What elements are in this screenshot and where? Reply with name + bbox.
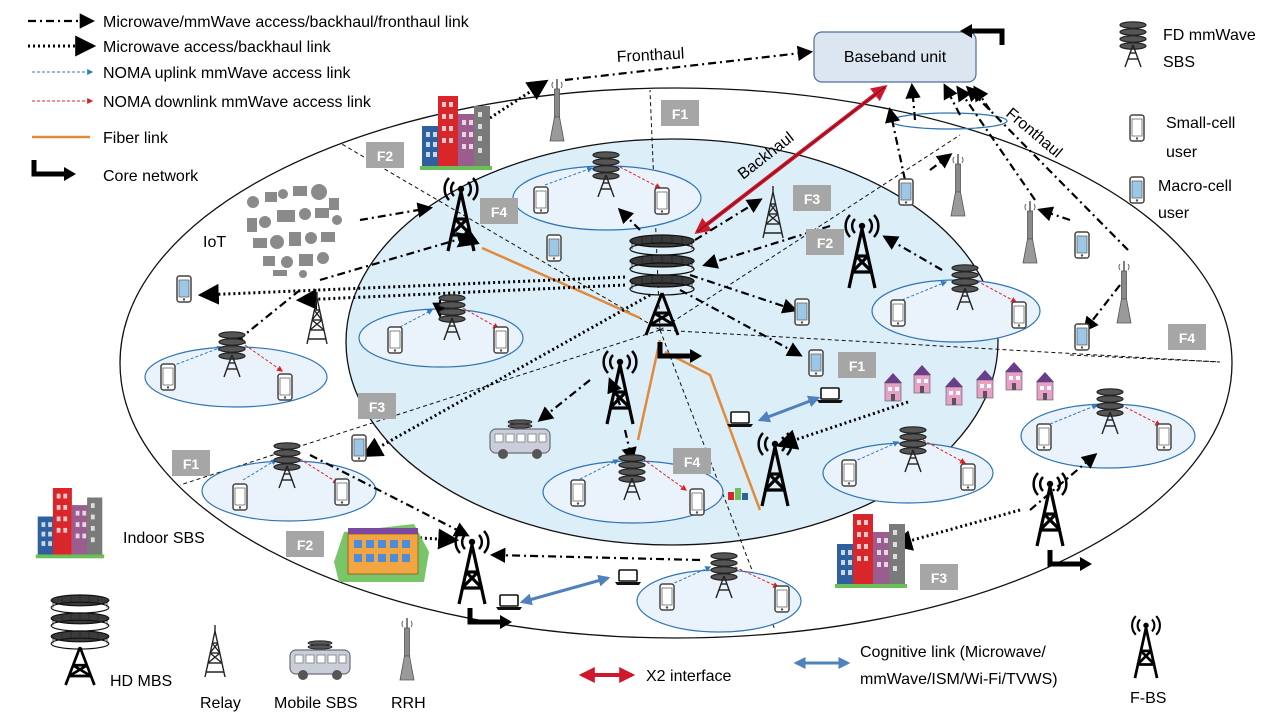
legend-core-network-label: Core network bbox=[103, 168, 199, 185]
freq-tag-label: F1 bbox=[672, 106, 689, 122]
legend-small-cell-user-icon bbox=[1129, 114, 1145, 142]
legend-core-network-icon bbox=[34, 160, 76, 181]
iot-device-cluster bbox=[247, 184, 342, 278]
rrh-unit bbox=[1116, 260, 1132, 324]
legend-bottom: Indoor SBS HD MBS Relay Mobile SBS RRH X… bbox=[35, 488, 1166, 712]
freq-tag bbox=[1168, 324, 1206, 350]
building-cluster bbox=[420, 96, 492, 170]
fbs-tower bbox=[454, 529, 490, 606]
legend-small-cell-user-line1: Small-cell bbox=[1166, 115, 1235, 132]
legend-macro-cell-user-line2: user bbox=[1158, 205, 1190, 222]
freq-tag bbox=[661, 100, 699, 126]
legend-hd-mbs-icon bbox=[49, 593, 111, 687]
rrh-unit bbox=[1022, 200, 1038, 264]
legend-fbs-icon bbox=[1130, 614, 1162, 680]
legend-noma-downlink-label: NOMA downlink mmWave access link bbox=[103, 94, 372, 111]
freq-tag-label: F4 bbox=[684, 454, 701, 470]
indoor-sbs-building bbox=[334, 524, 429, 582]
freq-tag-label: F2 bbox=[377, 148, 394, 164]
freq-tag-label: F3 bbox=[804, 191, 821, 207]
freq-tag-label: F4 bbox=[491, 204, 508, 220]
freq-tag bbox=[793, 185, 831, 211]
legend-macro-cell-user-icon bbox=[1129, 176, 1145, 204]
freq-tag-label: F2 bbox=[817, 235, 834, 251]
legend-mobile-sbs-label: Mobile SBS bbox=[274, 695, 358, 712]
legend-rrh-label: RRH bbox=[391, 695, 426, 712]
fronthaul-top-label: Fronthaul bbox=[616, 45, 684, 66]
mmwave-links bbox=[229, 45, 1129, 563]
freq-tag-label: F4 bbox=[1179, 330, 1196, 346]
legend-fbs-label: F-BS bbox=[1130, 690, 1166, 707]
core-network-arrow bbox=[470, 608, 512, 629]
legend-fd-sbs-line1: FD mmWave bbox=[1163, 27, 1256, 44]
baseband-unit-box bbox=[813, 31, 977, 83]
frequency-tags: F1 F2 F3 F4 F1 F2 F3 F4 F1 F2 F3 F4 bbox=[172, 100, 1206, 590]
legend-mobile-sbs-icon bbox=[289, 640, 351, 681]
legend-top-left: Microwave/mmWave access/backhaul/frontha… bbox=[28, 13, 470, 185]
freq-tag-label: F1 bbox=[183, 456, 200, 472]
freq-tag bbox=[920, 564, 958, 590]
noma-downlinks bbox=[244, 166, 1162, 588]
freq-tag bbox=[358, 393, 396, 419]
core-network-arrow bbox=[1050, 550, 1092, 571]
fiber-links bbox=[481, 246, 762, 511]
laptop-icon bbox=[726, 411, 754, 428]
rrh-unit bbox=[950, 153, 966, 217]
legend-microwave-link-label: Microwave access/backhaul link bbox=[103, 39, 332, 56]
legend-cognitive-line1: Cognitive link (Microwave/ bbox=[860, 644, 1046, 661]
legend-noma-uplink-label: NOMA uplink mmWave access link bbox=[103, 65, 351, 82]
freq-tag bbox=[806, 229, 844, 255]
legend-indoor-sbs-icon bbox=[35, 488, 105, 559]
freq-tag bbox=[480, 198, 518, 224]
rrh-unit bbox=[549, 78, 565, 142]
iot-label: IoT bbox=[203, 234, 226, 251]
legend-fd-sbs-icon bbox=[1119, 21, 1147, 68]
small-houses bbox=[728, 488, 748, 500]
outer-cell bbox=[119, 87, 1233, 639]
freq-tag-label: F2 bbox=[297, 537, 314, 553]
freq-tag bbox=[673, 448, 711, 474]
freq-tag bbox=[838, 352, 876, 378]
legend-relay-icon bbox=[204, 624, 226, 678]
laptop-icon bbox=[614, 569, 642, 586]
x2-interface-core bbox=[696, 86, 886, 233]
legend-relay-label: Relay bbox=[200, 695, 241, 712]
freq-tag-label: F3 bbox=[931, 570, 948, 586]
freq-tag-label: F1 bbox=[849, 358, 866, 374]
legend-rrh-icon bbox=[399, 617, 415, 681]
legend-macro-cell-user-line1: Macro-cell bbox=[1158, 178, 1232, 195]
legend-fd-sbs-line2: SBS bbox=[1163, 54, 1195, 71]
legend-mmwave-link-label: Microwave/mmWave access/backhaul/frontha… bbox=[103, 14, 470, 31]
baseband-unit-label: Baseband unit bbox=[844, 49, 947, 66]
freq-tag-label: F3 bbox=[369, 399, 386, 415]
legend-small-cell-user-line2: user bbox=[1166, 144, 1198, 161]
legend-fiber-label: Fiber link bbox=[103, 130, 169, 147]
legend-x2-label: X2 interface bbox=[646, 668, 731, 685]
legend-top-right: FD mmWave SBS Small-cell user Macro-cell… bbox=[1119, 21, 1256, 222]
building-cluster bbox=[835, 514, 907, 588]
legend-hd-mbs-label: HD MBS bbox=[110, 673, 172, 690]
microwave-links bbox=[197, 79, 1021, 551]
legend-indoor-sbs-label: Indoor SBS bbox=[123, 530, 205, 547]
freq-tag bbox=[286, 531, 324, 557]
cognitive-links bbox=[519, 395, 821, 606]
laptop-icon bbox=[816, 387, 844, 404]
laptop-icon bbox=[495, 594, 523, 611]
freq-tag bbox=[172, 450, 210, 476]
legend-cognitive-line2: mmWave/ISM/Wi-Fi/TVWS) bbox=[860, 671, 1058, 688]
freq-tag bbox=[366, 142, 404, 168]
noma-uplinks bbox=[171, 166, 1099, 586]
